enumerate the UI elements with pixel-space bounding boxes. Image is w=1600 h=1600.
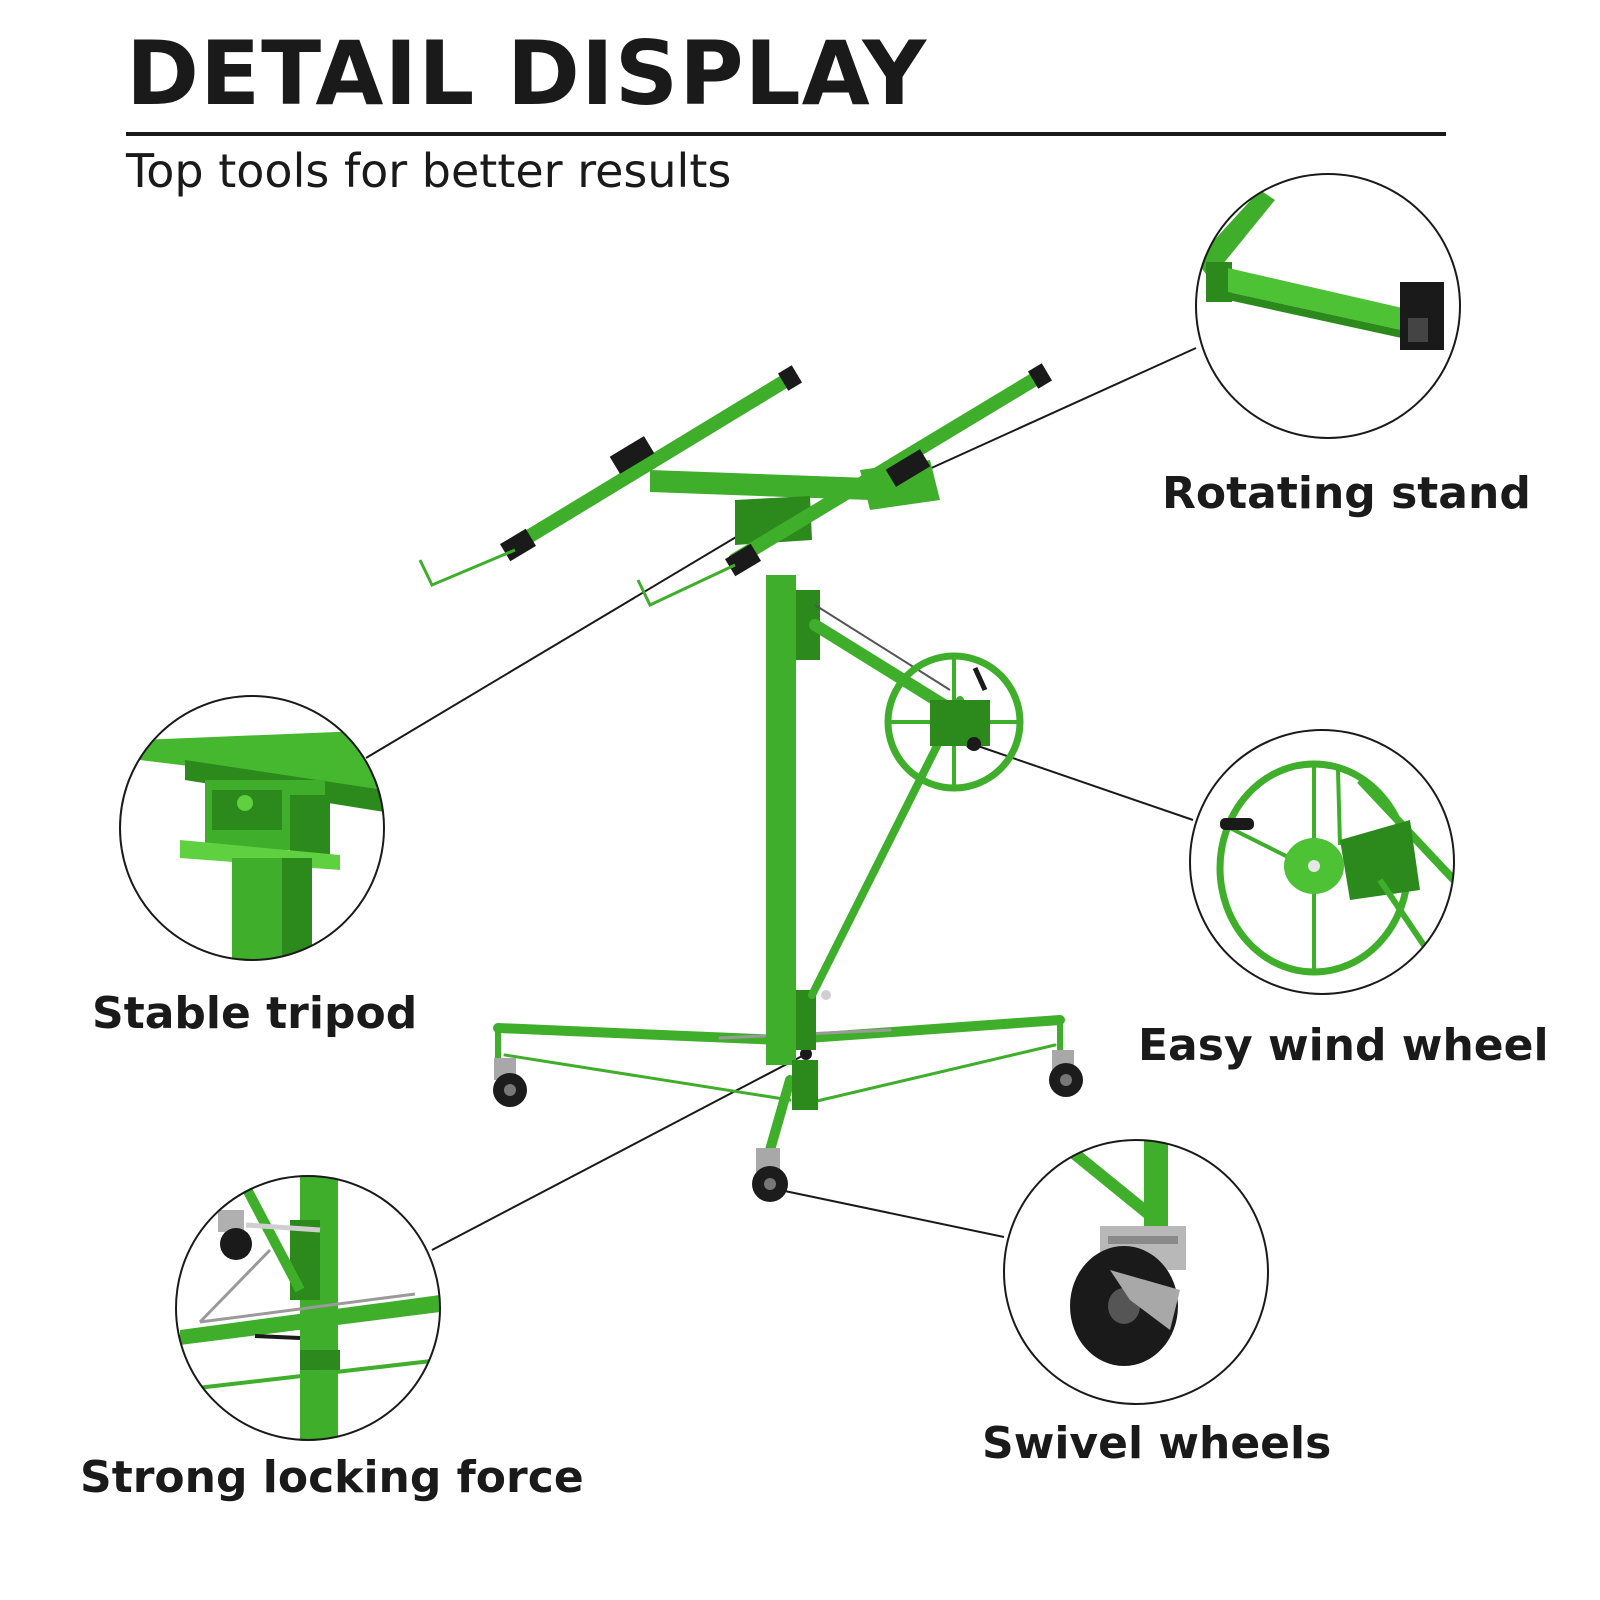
label-easy-wind-wheel: Easy wind wheel xyxy=(1138,1020,1549,1071)
zoom-circle-stable-tripod xyxy=(119,695,385,961)
leader-tripod xyxy=(365,514,774,759)
label-swivel-wheels: Swivel wheels xyxy=(982,1418,1332,1469)
zoom-circle-rotating-stand xyxy=(1195,173,1461,439)
leader-wheel xyxy=(971,743,1194,821)
caster-front xyxy=(752,1148,788,1202)
drywall-lift-illustration xyxy=(418,363,1083,1202)
label-rotating-stand: Rotating stand xyxy=(1162,468,1531,519)
title-divider xyxy=(126,132,1446,136)
leader-locking xyxy=(431,1053,807,1251)
label-strong-locking-force: Strong locking force xyxy=(80,1452,584,1503)
caster-right xyxy=(1049,1050,1083,1097)
page-subtitle: Top tools for better results xyxy=(126,144,732,198)
leader-swivel xyxy=(779,1189,1005,1238)
zoom-circle-wind-wheel xyxy=(1189,729,1455,995)
page-title: DETAIL DISPLAY xyxy=(126,22,928,125)
zoom-circle-swivel-wheels xyxy=(1003,1139,1269,1405)
zoom-circle-locking xyxy=(175,1175,441,1441)
caster-left xyxy=(493,1058,527,1107)
leader-rotating xyxy=(904,347,1197,481)
rotating-head xyxy=(418,363,1053,607)
label-stable-tripod: Stable tripod xyxy=(92,988,418,1039)
